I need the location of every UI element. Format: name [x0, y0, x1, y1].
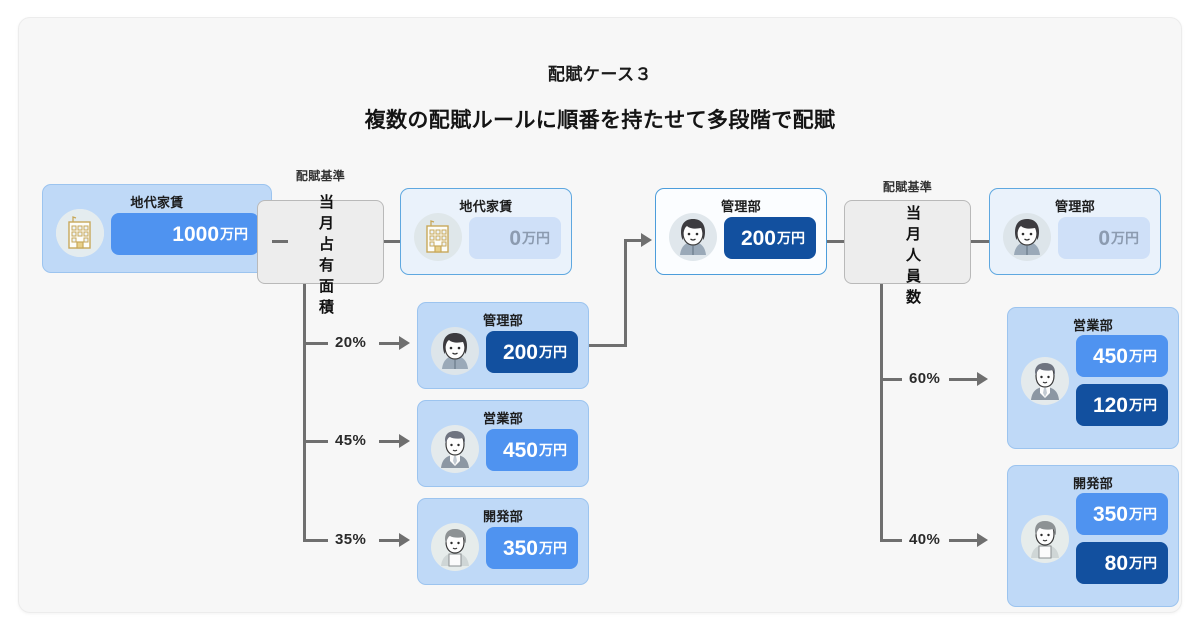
stage1-output-1-unit: 万円	[539, 344, 567, 360]
wire-stage2-branch-2	[880, 539, 902, 542]
stage1-output-3-amount-pill: 350 万円	[486, 527, 578, 569]
man-suit-icon	[1021, 357, 1069, 405]
stage1-output-0[interactable]: 地代家賃 0 万円	[400, 188, 572, 275]
arrow-stage1-out2	[399, 434, 410, 448]
stage2-output-1-unit-a: 万円	[1129, 348, 1157, 364]
stage1-output-2-unit: 万円	[539, 442, 567, 458]
stage2-output-0[interactable]: 管理部 0 万円	[989, 188, 1161, 275]
stage1-output-1-amount: 200	[502, 340, 538, 364]
stage1-output-1-label: 管理部	[483, 313, 523, 328]
stage1-criteria-value: 当月占有面積	[319, 194, 335, 316]
stage1-percent-1: 20%	[335, 334, 367, 351]
stage2-source-label: 管理部	[721, 199, 761, 214]
page-subtitle: 複数の配賦ルールに順番を持たせて多段階で配賦	[364, 109, 836, 132]
wire-carry-horizontal-top	[624, 239, 644, 242]
stage1-output-2-amount-pill: 450 万円	[486, 429, 578, 471]
stage1-output-2[interactable]: 営業部 450 万円	[417, 400, 589, 487]
wire-stage1-criteria-to-out0	[384, 240, 406, 243]
wire-stage1-branch-3b	[379, 539, 401, 542]
wire-stage2-branch-1b	[949, 378, 979, 381]
stage2-output-2-amount-a: 350	[1092, 502, 1128, 526]
arrow-stage2-out2	[977, 533, 988, 547]
stage1-source-unit: 万円	[220, 226, 248, 242]
wire-stage1-source-to-criteria	[272, 240, 288, 243]
stage2-source-amount: 200	[740, 226, 776, 250]
building-icon	[56, 209, 104, 257]
stage1-output-3-unit: 万円	[539, 540, 567, 556]
wire-stage2-criteria-to-out0	[971, 240, 993, 243]
stage2-output-2-amount-b: 80	[1104, 551, 1128, 575]
stage2-output-1-amount-a-pill: 450 万円	[1076, 335, 1168, 377]
page-title: 配賦ケース３	[547, 65, 653, 84]
wire-stage1-branch-3	[303, 539, 328, 542]
arrow-carry-into-stage2	[641, 233, 652, 247]
stage2-output-2-amount-a-pill: 350 万円	[1076, 493, 1168, 535]
wire-stage2-spine	[880, 284, 883, 541]
stage1-output-2-amount: 450	[502, 438, 538, 462]
stage2-output-0-amount-pill: 0 万円	[1058, 217, 1150, 259]
stage1-source-node[interactable]: 地代家賃 1000 万円	[42, 184, 272, 273]
stage1-percent-3: 35%	[335, 531, 367, 548]
stage2-output-1[interactable]: 営業部 450 万円 120 万円	[1007, 307, 1179, 449]
stage2-criteria-box[interactable]: 配賦基準 当月人員数	[844, 180, 971, 306]
person-apron-icon	[1021, 515, 1069, 563]
stage1-output-1[interactable]: 管理部 200 万円	[417, 302, 589, 389]
wire-stage1-branch-1b	[379, 342, 401, 345]
building-icon	[414, 213, 462, 261]
stage2-source-node[interactable]: 管理部 200 万円	[655, 188, 827, 275]
wire-carry-horizontal-bottom	[589, 344, 627, 347]
stage2-source-unit: 万円	[777, 230, 805, 246]
stage1-output-0-amount: 0	[509, 226, 521, 250]
stage1-criteria-box[interactable]: 配賦基準 当月占有面積	[257, 169, 384, 316]
stage2-output-0-amount: 0	[1098, 226, 1110, 250]
woman-dark-hair-icon	[431, 327, 479, 375]
stage2-percent-2: 40%	[909, 531, 941, 548]
stage2-output-2-unit-b: 万円	[1129, 555, 1157, 571]
stage1-percent-2: 45%	[335, 432, 367, 449]
wire-carry-vertical	[624, 239, 627, 347]
stage2-output-1-amount-a: 450	[1092, 344, 1128, 368]
stage1-source-amount: 1000	[172, 222, 219, 246]
stage1-output-2-label: 営業部	[483, 411, 523, 426]
wire-stage1-branch-1	[303, 342, 328, 345]
stage2-criteria-kicker: 配賦基準	[882, 179, 933, 194]
stage1-criteria-kicker: 配賦基準	[295, 169, 346, 183]
wire-stage1-branch-2	[303, 440, 328, 443]
stage1-output-1-amount-pill: 200 万円	[486, 331, 578, 373]
stage1-output-0-label: 地代家賃	[459, 199, 513, 214]
stage2-output-1-amount-b: 120	[1092, 393, 1128, 417]
stage1-output-3-amount: 350	[502, 536, 538, 560]
stage1-output-3[interactable]: 開発部 350 万円	[417, 498, 589, 585]
arrow-stage1-out1	[399, 336, 410, 350]
stage2-output-2[interactable]: 開発部 350 万円 80 万円	[1007, 465, 1179, 607]
stage2-source-amount-pill: 200 万円	[724, 217, 816, 259]
stage2-output-1-amount-b-pill: 120 万円	[1076, 384, 1168, 426]
wire-stage2-branch-1	[880, 378, 902, 381]
man-suit-icon	[431, 425, 479, 473]
stage2-output-1-unit-b: 万円	[1129, 397, 1157, 413]
stage2-output-2-unit-a: 万円	[1129, 506, 1157, 522]
stage2-output-1-label: 営業部	[1073, 318, 1113, 333]
stage2-percent-1: 60%	[909, 370, 941, 387]
wire-stage2-branch-2b	[949, 539, 979, 542]
stage1-output-3-label: 開発部	[483, 509, 523, 524]
stage2-criteria-value: 当月人員数	[906, 204, 922, 306]
stage1-output-0-unit: 万円	[522, 230, 550, 246]
stage2-output-2-amount-b-pill: 80 万円	[1076, 542, 1168, 584]
stage2-output-0-unit: 万円	[1111, 230, 1139, 246]
arrow-stage1-out3	[399, 533, 410, 547]
wire-stage1-spine	[303, 284, 306, 541]
arrow-stage2-out1	[977, 372, 988, 386]
person-apron-icon	[431, 523, 479, 571]
wire-stage2-source-to-criteria	[827, 240, 845, 243]
stage2-output-2-label: 開発部	[1073, 476, 1113, 491]
stage2-output-0-label: 管理部	[1055, 199, 1095, 214]
woman-dark-hair-icon	[1003, 213, 1051, 261]
stage1-source-label: 地代家賃	[130, 195, 184, 210]
diagram-canvas: 配賦ケース３ 複数の配賦ルールに順番を持たせて多段階で配賦 地代家賃 1000	[18, 17, 1182, 613]
wire-stage1-branch-2b	[379, 440, 401, 443]
stage1-source-amount-pill: 1000 万円	[111, 213, 259, 255]
stage1-output-0-amount-pill: 0 万円	[469, 217, 561, 259]
woman-dark-hair-icon	[669, 213, 717, 261]
